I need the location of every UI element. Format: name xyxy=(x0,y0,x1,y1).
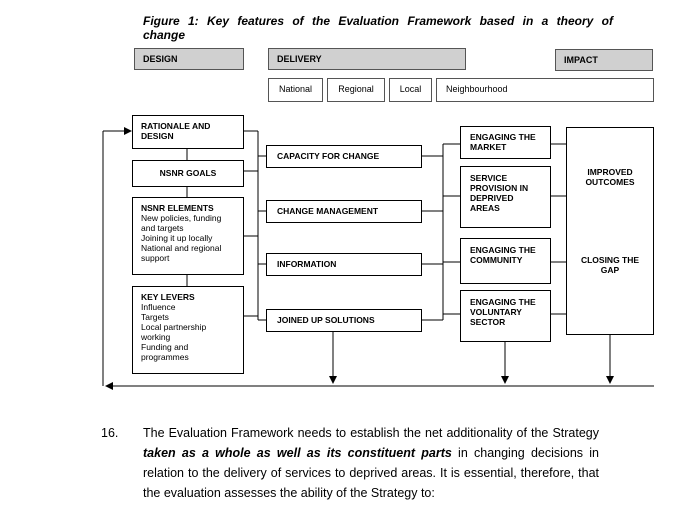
key-levers-title: KEY LEVERS xyxy=(141,292,195,302)
nsnr-elements-box: NSNR ELEMENTS New policies, funding and … xyxy=(132,197,244,275)
key-lever-item: Targets xyxy=(141,312,169,322)
rationale-design-label: RATIONALE AND DESIGN xyxy=(141,121,211,141)
design-header: DESIGN xyxy=(134,48,244,70)
paragraph-number: 16. xyxy=(101,426,119,440)
improved-outcomes-label: IMPROVED OUTCOMES xyxy=(585,167,635,187)
paragraph-text-before: The Evaluation Framework needs to establ… xyxy=(143,426,599,440)
paragraph-text: The Evaluation Framework needs to establ… xyxy=(143,423,599,503)
key-levers-box: KEY LEVERS Influence Targets Local partn… xyxy=(132,286,244,374)
capacity-for-change-box: CAPACITY FOR CHANGE xyxy=(266,145,422,168)
level-neighbourhood: Neighbourhood xyxy=(436,78,654,102)
nsnr-goals-box: NSNR GOALS xyxy=(132,160,244,187)
key-lever-item: Influence xyxy=(141,302,176,312)
level-local: Local xyxy=(389,78,432,102)
key-lever-item: Funding and programmes xyxy=(141,342,189,362)
nsnr-element-item: Joining it up locally xyxy=(141,233,213,243)
level-national: National xyxy=(268,78,323,102)
delivery-header: DELIVERY xyxy=(268,48,466,70)
information-box: INFORMATION xyxy=(266,253,422,276)
service-provision-box: SERVICE PROVISION IN DEPRIVED AREAS xyxy=(460,166,551,228)
engaging-voluntary-sector-box: ENGAGING THE VOLUNTARY SECTOR xyxy=(460,290,551,342)
engaging-community-box: ENGAGING THE COMMUNITY xyxy=(460,238,551,284)
engaging-market-box: ENGAGING THE MARKET xyxy=(460,126,551,159)
rationale-design-box: RATIONALE AND DESIGN xyxy=(132,115,244,149)
closing-the-gap-label: CLOSING THE GAP xyxy=(580,255,640,275)
figure-caption: Figure 1: Key features of the Evaluation… xyxy=(143,14,613,42)
key-lever-item: Local partnership working xyxy=(141,322,207,342)
nsnr-goals-label: NSNR GOALS xyxy=(159,168,217,178)
nsnr-element-item: National and regional support xyxy=(141,243,222,263)
joined-up-solutions-box: JOINED UP SOLUTIONS xyxy=(266,309,422,332)
paragraph-text-after: in changing decisions in relation to the… xyxy=(143,446,600,500)
level-regional: Regional xyxy=(327,78,385,102)
change-management-box: CHANGE MANAGEMENT xyxy=(266,200,422,223)
nsnr-elements-title: NSNR ELEMENTS xyxy=(141,203,214,213)
paragraph-emphasis: taken as a whole as well as its constitu… xyxy=(143,446,452,460)
nsnr-element-item: New policies, funding and targets xyxy=(141,213,222,233)
impact-box: IMPROVED OUTCOMES CLOSING THE GAP xyxy=(566,127,654,335)
impact-header: IMPACT xyxy=(555,49,653,71)
